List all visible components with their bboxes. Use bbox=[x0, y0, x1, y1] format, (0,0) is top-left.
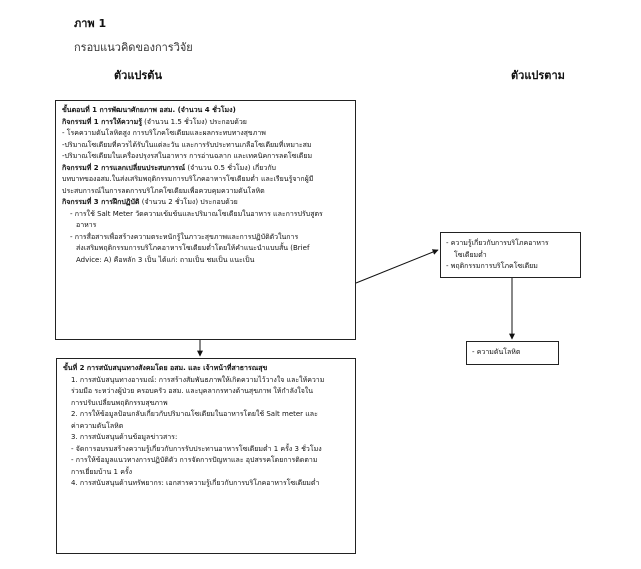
activity1-title: กิจกรรมที่ 1 การให้ความรู้ bbox=[62, 117, 142, 126]
blood-pressure-label: - ความดันโลหิต bbox=[472, 348, 521, 356]
support-line: ค่าความดันโลหิต bbox=[71, 421, 124, 430]
activity3-line: ส่งเสริมพฤติกรรมการบริโภคอาหารโซเดียมต่ำ… bbox=[76, 244, 310, 252]
activity3-title: กิจกรรมที่ 3 การฝึกปฏิบัติ bbox=[62, 198, 140, 206]
activity1-detail: (จำนวน 1.5 ชั่วโมง) ประกอบด้วย bbox=[141, 117, 247, 126]
support-line: ร่วมมือ ระหว่างผู้ป่วย ครอบครัว อสม. และ… bbox=[71, 387, 313, 395]
capacity-development-box: ขั้นตอนที่ 1 การพัฒนาศักยภาพ อสม. (จำนวน… bbox=[55, 100, 356, 340]
activity2-detail: (จำนวน 0.5 ชั่วโมง) เกี่ยวกับ bbox=[185, 163, 277, 172]
activity3-heading: กิจกรรมที่ 3 การฝึกปฏิบัติ (จำนวน 2 ชั่ว… bbox=[62, 197, 349, 209]
activity1-heading: กิจกรรมที่ 1 การให้ความรู้ (จำนวน 1.5 ชั… bbox=[62, 117, 349, 129]
step1-title: ขั้นตอนที่ 1 การพัฒนาศักยภาพ อสม. (จำนวน… bbox=[62, 106, 236, 114]
social-support-box: ขั้นที่ 2 การสนับสนุนทางสังคมโดย อสม. แล… bbox=[56, 358, 356, 554]
dependent-item: - ความรู้เกี่ยวกับการบริโภคอาหาร bbox=[446, 239, 549, 247]
activity1-item: -ปริมาณโซเดียมในเครื่องปรุงรสในอาหาร การ… bbox=[62, 152, 313, 160]
support-line: 1. การสนับสนุนทางอารมณ์: การสร้างสัมพันธ… bbox=[71, 375, 325, 384]
activity2-heading: กิจกรรมที่ 2 การแลกเปลี่ยนประสบการณ์ (จำ… bbox=[62, 163, 349, 175]
activity1-item: -ปริมาณโซเดียมที่ควรได้รับในแต่ละวัน และ… bbox=[62, 140, 312, 149]
support-line: - การให้ข้อมูลแนวทางการปฏิบัติตัว การจัด… bbox=[71, 456, 318, 464]
activity2-line: ประสบการณ์ในการลดการบริโภคโซเดียมเพื่อคว… bbox=[62, 186, 265, 195]
activity3-line: - การสื่อสารเพื่อสร้างความตระหนักรู้ในภา… bbox=[70, 232, 299, 241]
support-line: 4. การสนับสนุนด้านทรัพยากร: เอกสารความรู… bbox=[71, 479, 320, 487]
support-line: 2. การให้ข้อมูลป้อนกลับเกี่ยวกับปริมาณโซ… bbox=[71, 410, 318, 418]
activity2-title: กิจกรรมที่ 2 การแลกเปลี่ยนประสบการณ์ bbox=[62, 163, 186, 172]
dependent-item: - พฤติกรรมการบริโภคโซเดียม bbox=[446, 262, 538, 270]
figure-subtitle: กรอบแนวคิดของการวิจัย bbox=[74, 41, 193, 54]
activity3-line: Advice: A) คือหลัก 3 เป็น ได้แก่: ถามเป็… bbox=[76, 255, 255, 264]
activity3-detail: (จำนวน 2 ชั่วโมง) ประกอบด้วย bbox=[139, 198, 238, 206]
support-line: 3. การสนับสนุนด้านข้อมูลข่าวสาร: bbox=[71, 433, 178, 441]
step2-title: ขั้นที่ 2 การสนับสนุนทางสังคมโดย อสม. แล… bbox=[63, 364, 268, 372]
support-line: - จัดการอบรมสร้างความรู้เกี่ยวกับการรับป… bbox=[71, 444, 322, 453]
activity1-item: - โรคความดันโลหิตสูง การบริโภคโซเดียมและ… bbox=[62, 129, 266, 137]
dependent-item: โซเดียมต่ำ bbox=[454, 250, 487, 259]
support-line: การปรับเปลี่ยนพฤติกรรมสุขภาพ bbox=[71, 398, 168, 407]
figure-title: ภาพ 1 bbox=[74, 17, 107, 30]
independent-variable-heading: ตัวแปรต้น bbox=[114, 69, 162, 82]
knowledge-behavior-box: - ความรู้เกี่ยวกับการบริโภคอาหาร โซเดียม… bbox=[440, 232, 581, 278]
arrow-box1-to-knowledge bbox=[355, 249, 439, 284]
activity3-line: อาหาร bbox=[76, 221, 97, 229]
dependent-variable-heading: ตัวแปรตาม bbox=[511, 69, 565, 82]
blood-pressure-box: - ความดันโลหิต bbox=[466, 341, 559, 365]
support-line: การเยี่ยมบ้าน 1 ครั้ง bbox=[71, 467, 133, 476]
activity2-line: บทบาทของอสม.ในส่งเสริมพฤติกรรมการบริโภคอ… bbox=[62, 175, 314, 183]
activity3-line: - การใช้ Salt Meter วัดความเข้มข้นและปริ… bbox=[70, 209, 323, 218]
